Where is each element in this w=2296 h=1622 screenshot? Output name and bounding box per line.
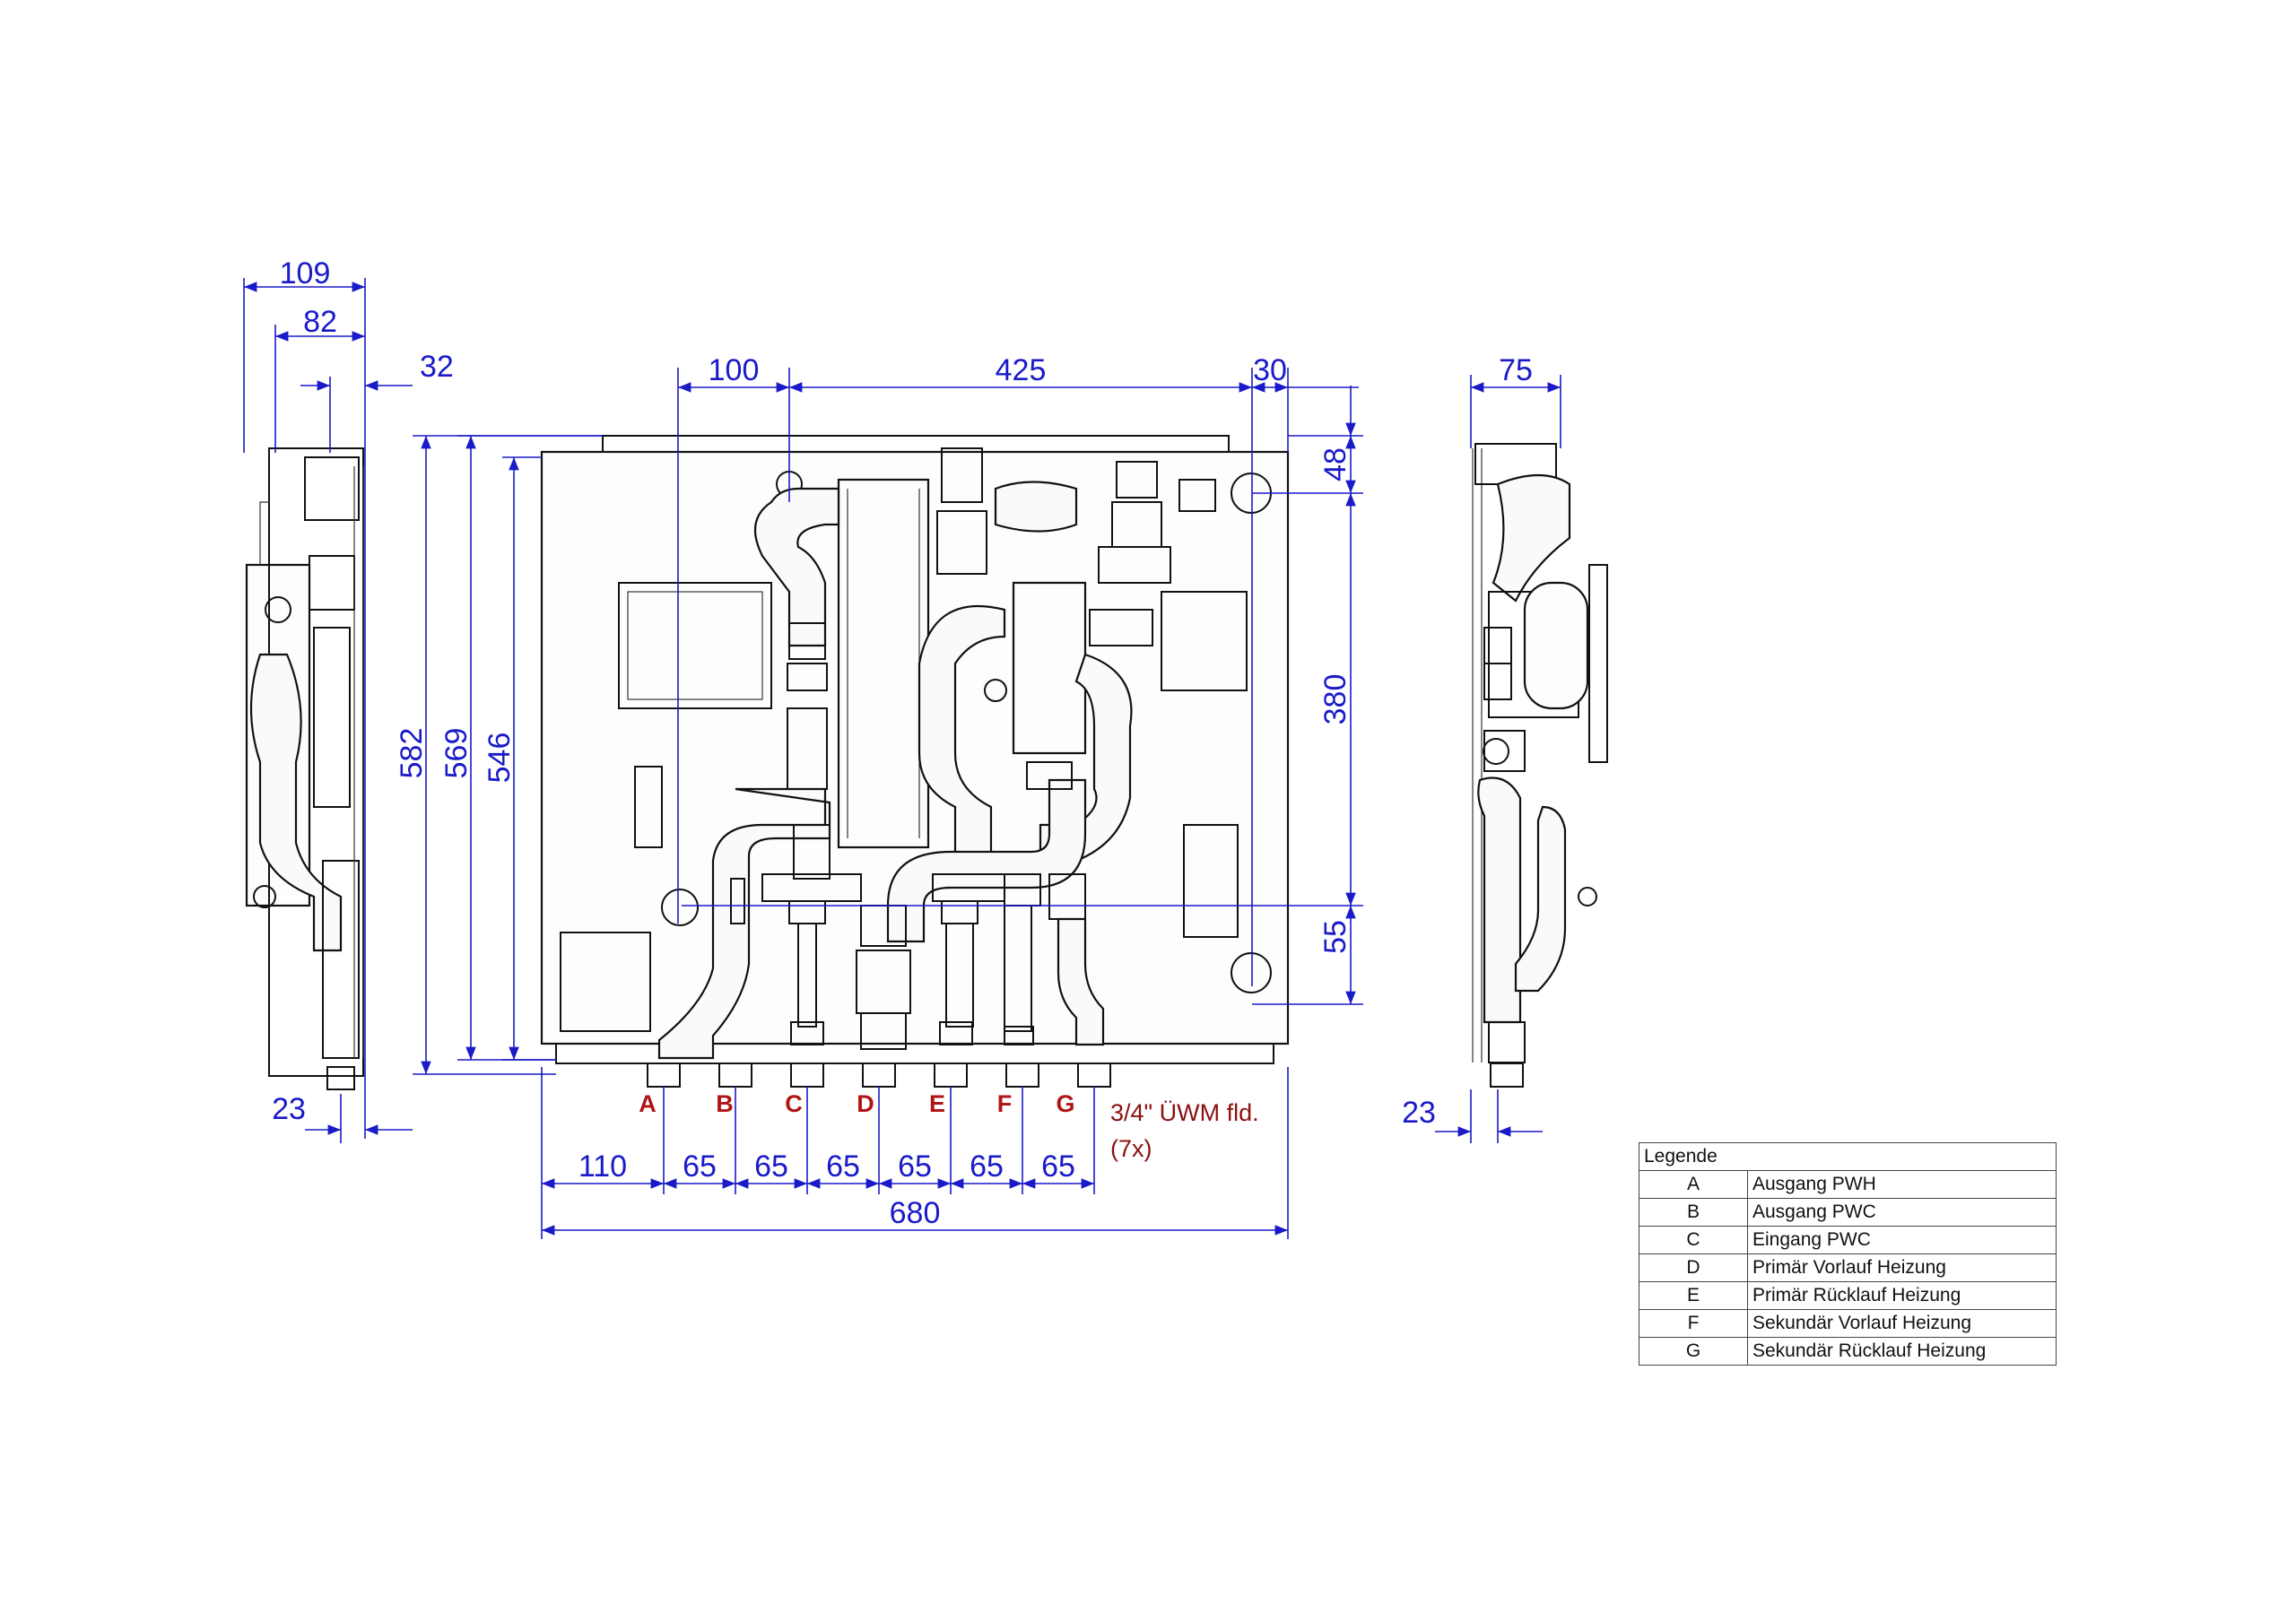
dim-bottom-65-1: 65 bbox=[683, 1149, 717, 1184]
legend-key: F bbox=[1639, 1309, 1748, 1338]
bottom-extension-lines bbox=[541, 1067, 1289, 1239]
dim-top-30: 30 bbox=[1253, 353, 1287, 387]
right-side-view bbox=[1472, 443, 1608, 1088]
connection-stubs bbox=[647, 1063, 1111, 1088]
front-view-dimensions: 100 425 30 582 569 546 48 380 55 bbox=[395, 353, 1363, 1239]
legend-label: Sekundär Rücklauf Heizung bbox=[1747, 1337, 2057, 1366]
dim-right-55: 55 bbox=[1318, 920, 1352, 954]
dim-bottom-110: 110 bbox=[578, 1149, 627, 1184]
dim-bottom-65-4: 65 bbox=[898, 1149, 932, 1184]
legend-key: D bbox=[1639, 1253, 1748, 1282]
connection-label-e: E bbox=[929, 1090, 945, 1117]
legend-label: Ausgang PWC bbox=[1747, 1198, 2057, 1227]
dim-bottom-65-2: 65 bbox=[754, 1149, 788, 1184]
dim-bottom-65-3: 65 bbox=[826, 1149, 860, 1184]
connection-note-line1: 3/4" ÜWM fld. bbox=[1110, 1099, 1259, 1126]
legend-table: Legende A Ausgang PWH B Ausgang PWC C Ei… bbox=[1639, 1142, 2057, 1366]
connection-label-d: D bbox=[857, 1090, 874, 1117]
dim-bottom-680: 680 bbox=[890, 1196, 941, 1230]
legend-row: E Primär Rücklauf Heizung bbox=[1639, 1281, 2057, 1310]
dim-top-425: 425 bbox=[996, 353, 1047, 387]
legend-label: Sekundär Vorlauf Heizung bbox=[1747, 1309, 2057, 1338]
dim-top-100: 100 bbox=[709, 353, 760, 387]
legend-label: Eingang PWC bbox=[1747, 1226, 2057, 1254]
right-view-dimensions: 75 23 bbox=[1402, 353, 1561, 1143]
dim-right-view-23: 23 bbox=[1402, 1096, 1436, 1130]
legend-label: Primär Rücklauf Heizung bbox=[1747, 1281, 2057, 1310]
front-view bbox=[540, 435, 1290, 1088]
legend-key: A bbox=[1639, 1170, 1748, 1199]
legend-key: G bbox=[1639, 1337, 1748, 1366]
legend-label: Primär Vorlauf Heizung bbox=[1747, 1253, 2057, 1282]
dim-right-view-75: 75 bbox=[1499, 353, 1533, 387]
connection-label-a: A bbox=[639, 1090, 657, 1117]
left-view-dimensions: 109 82 32 23 bbox=[243, 256, 454, 1143]
legend-row: A Ausgang PWH bbox=[1639, 1170, 2057, 1199]
legend-row: F Sekundär Vorlauf Heizung bbox=[1639, 1309, 2057, 1338]
legend-title: Legende bbox=[1639, 1142, 2057, 1171]
connection-label-f: F bbox=[997, 1090, 1013, 1117]
dim-left-82: 82 bbox=[303, 305, 337, 339]
legend-row: D Primär Vorlauf Heizung bbox=[1639, 1253, 2057, 1282]
dim-bottom-65-6: 65 bbox=[1041, 1149, 1075, 1184]
dim-left-23: 23 bbox=[272, 1092, 306, 1126]
dim-height-546: 546 bbox=[483, 733, 517, 784]
connection-labels: A B C D E F G 3/4" ÜWM fld. (7x) bbox=[639, 1090, 1258, 1162]
connection-label-c: C bbox=[785, 1090, 803, 1117]
dim-right-48: 48 bbox=[1318, 447, 1352, 481]
dim-height-569: 569 bbox=[439, 728, 474, 779]
left-side-view bbox=[245, 447, 364, 1090]
legend-key: C bbox=[1639, 1226, 1748, 1254]
connection-note-line2: (7x) bbox=[1110, 1135, 1152, 1162]
legend-row: B Ausgang PWC bbox=[1639, 1198, 2057, 1227]
legend-label: Ausgang PWH bbox=[1747, 1170, 2057, 1199]
dim-height-582: 582 bbox=[395, 728, 429, 779]
dim-left-109: 109 bbox=[280, 256, 331, 291]
dim-bottom-65-5: 65 bbox=[970, 1149, 1004, 1184]
connection-label-g: G bbox=[1056, 1090, 1074, 1117]
legend-row: G Sekundär Rücklauf Heizung bbox=[1639, 1337, 2057, 1366]
dim-left-32: 32 bbox=[420, 350, 454, 384]
dim-right-380: 380 bbox=[1318, 674, 1352, 725]
legend-row: C Eingang PWC bbox=[1639, 1226, 2057, 1254]
legend-key: E bbox=[1639, 1281, 1748, 1310]
legend-title-row: Legende bbox=[1639, 1142, 2057, 1171]
legend-key: B bbox=[1639, 1198, 1748, 1227]
connection-label-b: B bbox=[716, 1090, 734, 1117]
